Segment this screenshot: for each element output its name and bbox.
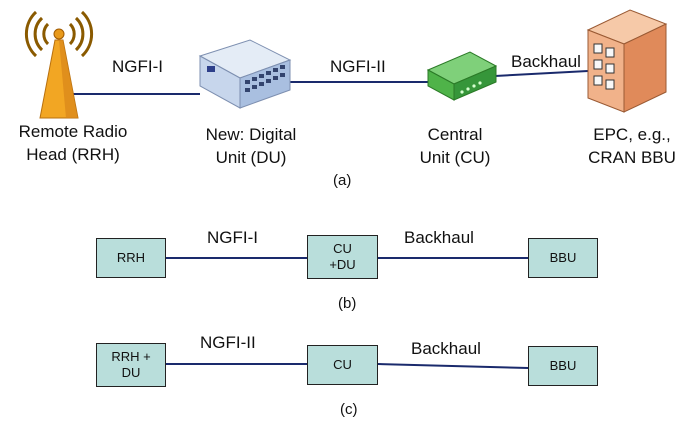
- box-bbu-c: BBU: [528, 346, 598, 386]
- link-label-backhaul: Backhaul: [511, 52, 581, 71]
- digital-unit-switch-icon: [198, 39, 292, 109]
- box-cu-du-b-line1: CU: [333, 240, 352, 256]
- link-label-ngfi-ii-c: NGFI-II: [200, 333, 256, 352]
- link-label-backhaul-c: Backhaul: [411, 339, 481, 358]
- caption-c: (c): [340, 401, 358, 418]
- link-label-backhaul-b: Backhaul: [404, 228, 474, 247]
- box-cu-c-label: CU: [333, 356, 352, 372]
- epc-label-line1: EPC, e.g.,: [593, 125, 671, 144]
- box-cu-du-b: CU +DU: [307, 235, 378, 279]
- box-rrh-du-c-line1: RRH +: [111, 348, 151, 364]
- antenna-tower-icon: [24, 10, 94, 119]
- link-label-ngfi-i-b: NGFI-I: [207, 228, 258, 247]
- rrh-label: Remote Radio Head (RRH): [8, 120, 138, 166]
- link-label-ngfi-ii: NGFI-II: [330, 57, 386, 76]
- du-label-line1: New: Digital: [205, 125, 297, 144]
- box-bbu-c-label: BBU: [549, 357, 577, 373]
- central-unit-router-icon: [426, 51, 498, 101]
- epc-label-line2: CRAN BBU: [588, 148, 676, 167]
- link-label-ngfi-i: NGFI-I: [112, 57, 163, 76]
- cu-label-line1: Central: [427, 125, 483, 144]
- cu-label-line2: Unit (CU): [419, 148, 491, 167]
- rrh-label-line1: Remote Radio: [18, 122, 128, 141]
- box-rrh-b-label: RRH: [116, 249, 146, 265]
- caption-a: (a): [333, 172, 352, 189]
- epc-label: EPC, e.g., CRAN BBU: [577, 123, 687, 169]
- box-rrh-b: RRH: [96, 238, 166, 278]
- link-line-backhaul-c: [377, 363, 529, 369]
- box-bbu-b-label: BBU: [549, 249, 577, 265]
- box-rrh-du-c: RRH + DU: [96, 343, 166, 387]
- link-line-backhaul-a: [494, 70, 589, 77]
- box-cu-c: CU: [307, 345, 378, 385]
- caption-b: (b): [338, 295, 357, 312]
- box-bbu-b: BBU: [528, 238, 598, 278]
- cu-label: Central Unit (CU): [400, 123, 510, 169]
- epc-building-icon: [586, 9, 668, 113]
- box-cu-du-b-line2: +DU: [329, 257, 356, 272]
- rrh-label-line2: Head (RRH): [26, 145, 120, 164]
- du-label-line2: Unit (DU): [215, 148, 287, 167]
- box-rrh-du-c-line2: DU: [121, 365, 141, 380]
- du-label: New: Digital Unit (DU): [186, 123, 316, 169]
